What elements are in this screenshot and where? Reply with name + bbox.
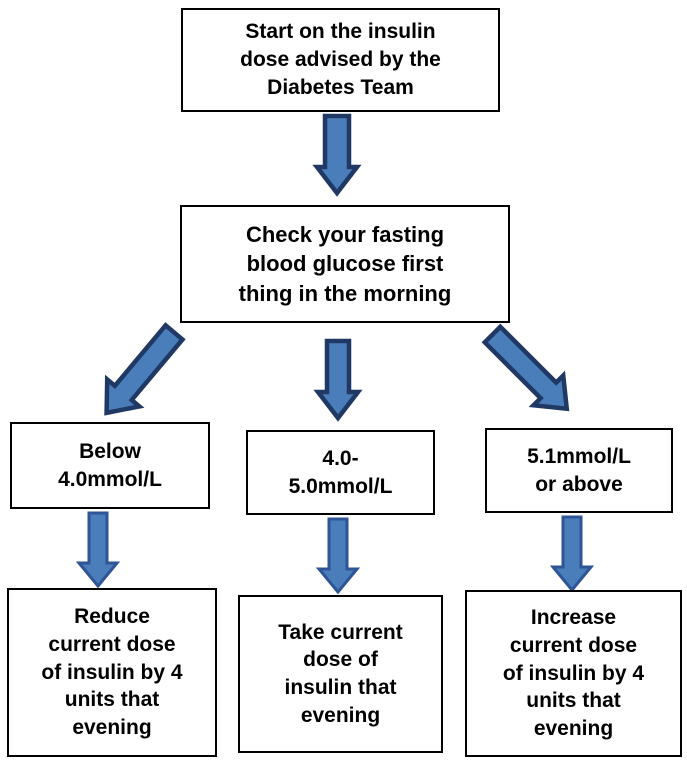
down-arrow-icon: [549, 515, 595, 593]
down-arrow-icon: [315, 517, 361, 595]
diagonal-right-arrow-icon: [481, 323, 570, 412]
diagonal-left-arrow-icon: [104, 322, 186, 416]
flow-box-5-1mmol-or-above: 5.1mmol/L or above: [485, 428, 673, 513]
flow-box-check-fasting-glucose: Check your fasting blood glucose first t…: [180, 205, 510, 323]
flow-box-start: Start on the insulin dose advised by the…: [181, 8, 500, 112]
down-arrow-icon: [312, 113, 362, 197]
flow-box-take-current-dose: Take current dose of insulin that evenin…: [238, 595, 443, 753]
flow-box-4-to-5mmol: 4.0- 5.0mmol/L: [246, 430, 435, 515]
flow-box-reduce-dose: Reduce current dose of insulin by 4 unit…: [7, 588, 217, 757]
flow-box-below-4mmol: Below 4.0mmol/L: [10, 422, 210, 509]
down-arrow-icon: [75, 511, 121, 589]
down-arrow-icon: [313, 338, 363, 422]
flow-box-increase-dose: Increase current dose of insulin by 4 un…: [465, 590, 682, 757]
